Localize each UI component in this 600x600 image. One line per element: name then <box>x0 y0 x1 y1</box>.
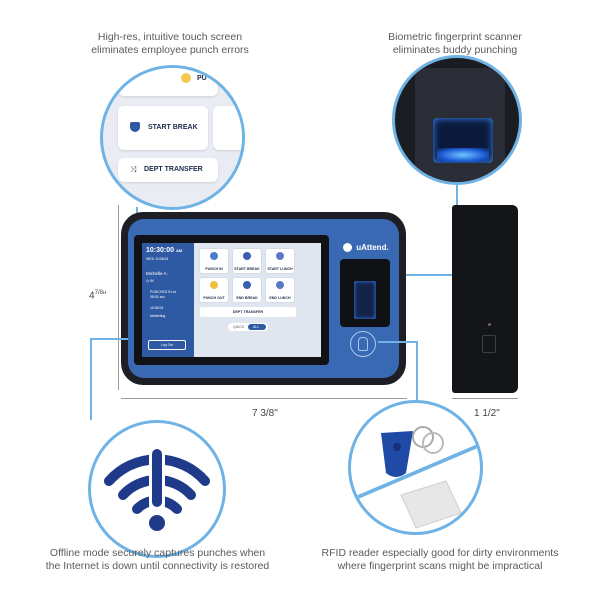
rfid-tap-icon <box>350 331 376 357</box>
offline-mode-circle <box>88 420 226 558</box>
rfid-items <box>351 426 480 529</box>
coffee-cup-icon <box>130 122 140 132</box>
brand-logo: uAttend. <box>343 243 389 253</box>
shuffle-icon: ⤨ <box>130 165 137 174</box>
offline-caption: Offline mode securely captures punches w… <box>45 547 270 572</box>
tile-punch-out-button[interactable]: PUNCH OUT <box>200 278 228 302</box>
zoom-dept-transfer-card: ⤨ DEPT TRANSFER <box>118 158 218 182</box>
tile-label: START BREAK <box>234 267 260 271</box>
tile-label: START LUNCH <box>267 267 293 271</box>
device-face: uAttend. 10:30:00 AM WED 11/06/24 Michel… <box>128 219 399 378</box>
zoom-card-top: PU <box>118 68 218 96</box>
screen-date-2: 11/06/24 <box>150 306 164 310</box>
finger-leader-horizontal <box>385 274 457 276</box>
tile-icon <box>243 281 251 289</box>
height-dimension-line <box>118 205 119 390</box>
rfid-card-icon <box>400 480 462 529</box>
screen-punched-time: 08:00 am <box>150 295 165 299</box>
screen-status: ◷ IN <box>146 279 154 283</box>
brand-logo-icon <box>343 243 352 253</box>
screen-info-panel: 10:30:00 AM WED 11/06/24 Michelle A. ◷ I… <box>142 243 194 357</box>
status-led <box>488 323 491 326</box>
depth-dimension-line <box>452 398 518 399</box>
screen-dept: Marketing <box>150 314 166 318</box>
tile-icon <box>210 252 218 260</box>
tile-icon <box>276 281 284 289</box>
zoom-start-break-card: START BREAK <box>118 106 208 150</box>
tile-label: END BREAK <box>236 296 258 300</box>
width-dimension-label: 7 3/8" <box>252 408 278 419</box>
touch-screen-zoom: PU START BREAK ⤨ DEPT TRANSFER <box>100 65 245 210</box>
fingerprint-reader[interactable] <box>340 259 390 327</box>
rfid-circle <box>348 400 483 535</box>
tile-start-lunch-button[interactable]: START LUNCH <box>266 249 294 273</box>
clock-icon: ◷ <box>146 279 151 283</box>
usb-port <box>482 335 496 353</box>
rfid-fob-icon <box>381 431 413 477</box>
tile-icon <box>243 252 251 260</box>
offline-leader-horizontal <box>90 338 128 340</box>
tile-label: END LUNCH <box>269 296 291 300</box>
zoom-partial-label: PU <box>197 75 207 82</box>
time-clock-device: uAttend. 10:30:00 AM WED 11/06/24 Michel… <box>121 212 406 385</box>
device-side-view <box>452 205 518 393</box>
tile-label: PUNCH OUT <box>203 296 225 300</box>
screen-time: 10:30:00 AM <box>146 247 183 254</box>
screen-punched: PUNCHED IN at <box>150 290 176 294</box>
dept-transfer-button[interactable]: DEPT TRANSFER <box>200 307 296 317</box>
punch-icon <box>181 73 191 83</box>
tile-icon <box>210 281 218 289</box>
scanner-glow <box>437 148 489 162</box>
tile-punch-in-button[interactable]: PUNCH IN <box>200 249 228 273</box>
fingerprint-zoom <box>392 55 522 185</box>
tile-icon <box>276 252 284 260</box>
view-toggle[interactable]: QUICK ALL <box>228 323 268 331</box>
touch-caption: High-res, intuitive touch screen elimina… <box>91 31 249 56</box>
logout-button[interactable]: Log Out <box>148 340 186 350</box>
rfid-caption: RFID reader especially good for dirty en… <box>321 547 559 572</box>
fingerprint-window <box>354 281 376 319</box>
screen-user: Michelle A. <box>146 271 168 276</box>
height-dimension-label: 47/8" <box>89 290 107 302</box>
tile-end-lunch-button[interactable]: END LUNCH <box>266 278 294 302</box>
screen-date: WED 11/06/24 <box>146 257 169 261</box>
rfid-leader-line <box>416 341 418 405</box>
width-dimension-line <box>121 398 407 399</box>
tile-end-break-button[interactable]: END BREAK <box>233 278 261 302</box>
tile-label: PUNCH IN <box>205 267 223 271</box>
tile-start-break-button[interactable]: START BREAK <box>233 249 261 273</box>
zoom-card-right <box>213 106 242 150</box>
offline-leader-line <box>90 338 92 420</box>
rfid-leader-horizontal <box>378 341 418 343</box>
depth-dimension-label: 1 1/2" <box>474 408 500 419</box>
screen-content: 10:30:00 AM WED 11/06/24 Michelle A. ◷ I… <box>142 243 321 357</box>
wifi-alert-icon <box>104 447 210 531</box>
touch-screen: 10:30:00 AM WED 11/06/24 Michelle A. ◷ I… <box>134 235 329 365</box>
fingerprint-caption: Biometric fingerprint scanner eliminates… <box>388 31 522 56</box>
